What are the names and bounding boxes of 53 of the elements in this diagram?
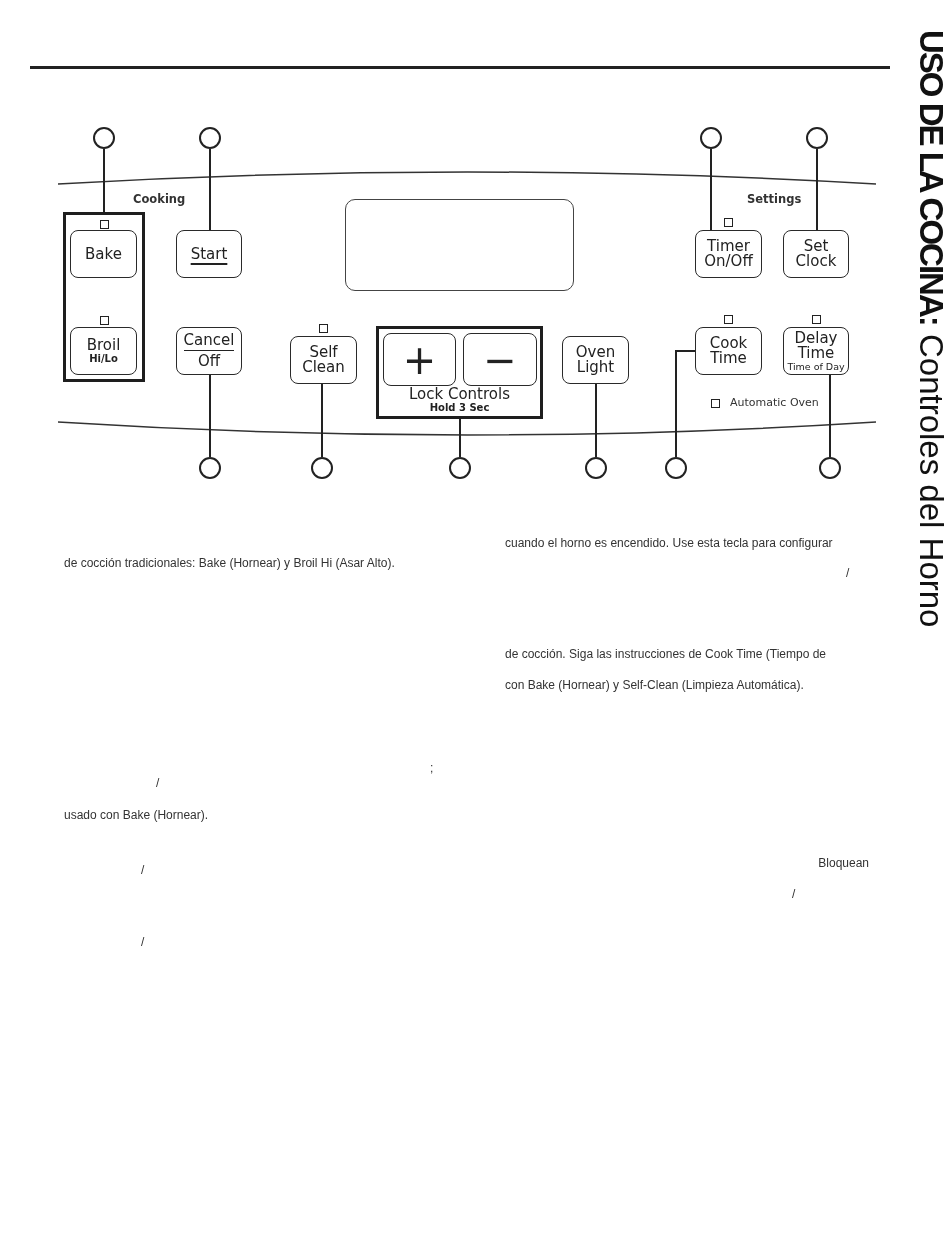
punctuation-mark: / [846, 566, 850, 580]
delay-time-key: Delay Time Time of Day [783, 327, 849, 375]
body-text: Bloquean [818, 856, 869, 870]
panel-section-label: Cooking [133, 192, 186, 206]
punctuation-mark: / [792, 887, 796, 901]
callout-circle [311, 457, 333, 479]
body-text: con Bake (Hornear) y Self-Clean (Limpieza Automática). [505, 678, 804, 692]
callout-circle [199, 127, 221, 149]
clock-key: Set Clock [783, 230, 849, 278]
panel-section-label: Settings [747, 192, 802, 206]
body-text: usado con Bake (Hornear). [64, 808, 209, 822]
body-text: de cocción. Siga las instrucciones de Cook Time (Tiempo de [505, 647, 827, 661]
callout-circle [819, 457, 841, 479]
callout-circle [665, 457, 687, 479]
callout-circle [700, 127, 722, 149]
leader-line [459, 418, 461, 458]
oven-light-key: Oven Light [562, 336, 629, 384]
leader-line [321, 383, 323, 458]
page-title: USO DE LA COCINA: Controles del Horno [914, 30, 948, 628]
self-clean-key: Self Clean [290, 336, 357, 384]
lock-controls-frame [376, 326, 543, 419]
body-text: de cocción tradicionales: Bake (Hornear) y Broil Hi (Asar Alto). [64, 556, 395, 570]
leader-line [829, 374, 831, 458]
start-key: Start [176, 230, 242, 278]
leader-line [103, 148, 105, 213]
leader-line [595, 383, 597, 458]
punctuation-mark: / [141, 935, 145, 949]
bake-key: Bake [70, 230, 137, 278]
cancel-key: Cancel Off [176, 327, 242, 375]
leader-line [209, 374, 211, 458]
group-label: Lock Controls [408, 386, 511, 402]
punctuation-mark: / [156, 776, 160, 790]
display-window [345, 199, 574, 291]
plus-key: + [383, 333, 456, 386]
punctuation-mark: / [141, 863, 145, 877]
callout-circle [449, 457, 471, 479]
body-text: cuando el horno es encendido. Use esta tecla para configurar [505, 536, 833, 550]
leader-line [710, 148, 712, 231]
indicator-caption: Automatic Oven [730, 396, 819, 410]
punctuation-mark: ; [430, 761, 434, 775]
leader-line [209, 148, 211, 231]
cook-time-key: Cook Time [695, 327, 762, 375]
broil-key: Broil Hi/Lo [70, 327, 137, 375]
key-group-frame [63, 212, 145, 382]
callout-circle [585, 457, 607, 479]
callout-circle [199, 457, 221, 479]
callout-circle [93, 127, 115, 149]
callout-circle [806, 127, 828, 149]
minus-key: − [463, 333, 537, 386]
leader-line [816, 148, 818, 231]
leader-line [675, 350, 696, 458]
timer-key: Timer On/Off [695, 230, 762, 278]
group-caption: Hold 3 Sec [428, 402, 491, 414]
